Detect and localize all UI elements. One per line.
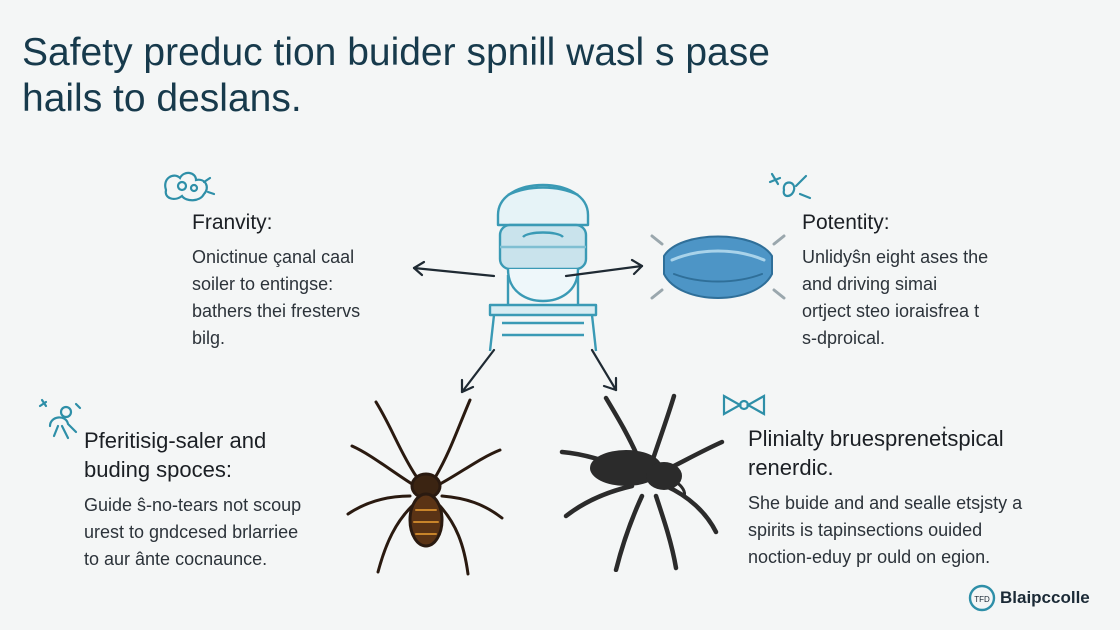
section-heading: Franvity: bbox=[192, 211, 273, 234]
arrows-connector bbox=[400, 250, 660, 400]
body-line: Unlidyŝn eight ases the bbox=[802, 247, 989, 267]
body-line: spirits is tapinsections ouided bbox=[748, 520, 983, 540]
body-line: bathers thei frestervs bbox=[192, 301, 361, 321]
title-line-1: Safety preduc tion buider spnill wasl s … bbox=[22, 31, 770, 74]
brand-logo: TFD Blaipccolle bbox=[968, 584, 1090, 612]
scribble-icon bbox=[766, 168, 814, 208]
section-top-right: Potentity: Unlidyŝn eight ases the and d… bbox=[802, 210, 1102, 352]
title-line-2: hails to deslans. bbox=[22, 77, 302, 120]
section-body: Unlidyŝn eight ases the and driving sima… bbox=[802, 244, 1102, 352]
body-line: Onictinue çanal caal bbox=[192, 247, 355, 267]
spider-silhouette-icon bbox=[556, 392, 726, 572]
spider-icon bbox=[346, 392, 506, 582]
mask-icon bbox=[650, 226, 786, 310]
body-line: urest to gndcesed brlarriee bbox=[84, 522, 299, 542]
heading-line: buding spoces: bbox=[84, 457, 232, 482]
body-line: ortject steo ioraisfrea t bbox=[802, 301, 980, 321]
section-bottom-left: Pferitisig-saler and buding spoces: Guid… bbox=[84, 426, 384, 573]
logo-text: Blaipccolle bbox=[1000, 588, 1090, 607]
body-line: bilg. bbox=[192, 328, 226, 348]
body-line: noction-eduy pr ould on egion. bbox=[748, 547, 991, 567]
sparkle-figure-icon bbox=[36, 396, 84, 442]
section-heading: Potentity: bbox=[802, 211, 890, 234]
body-line: soiler to entingse: bbox=[192, 274, 334, 294]
body-line: to aur ânte cocnaunce. bbox=[84, 549, 268, 569]
body-line: Guide ŝ-no-tears not scoup bbox=[84, 495, 302, 515]
section-body: She buide and and sealle etsjsty a spiri… bbox=[748, 490, 1088, 571]
body-line: and driving simai bbox=[802, 274, 938, 294]
section-heading: Plinialty bruespreneṫspical renerdic. bbox=[748, 424, 1088, 482]
section-bottom-right: Plinialty bruespreneṫspical renerdic. Sh… bbox=[748, 424, 1088, 571]
logo-badge-text: TFD bbox=[974, 595, 990, 604]
page-title: Safety preduc tion buider spnill wasl s … bbox=[22, 30, 1102, 122]
body-line: She buide and and sealle etsjsty a bbox=[748, 493, 1023, 513]
logo-badge-icon: TFD bbox=[968, 584, 996, 612]
section-top-left: Franvity: Onictinue çanal caal soiler to… bbox=[192, 210, 452, 352]
bow-doodle-icon bbox=[720, 390, 768, 420]
face-shield-icon bbox=[468, 165, 618, 355]
heading-line: renerdic. bbox=[748, 455, 834, 480]
section-body: Onictinue çanal caal soiler to entingse:… bbox=[192, 244, 452, 352]
section-body: Guide ŝ-no-tears not scoup urest to gndc… bbox=[84, 492, 384, 573]
section-heading: Pferitisig-saler and buding spoces: bbox=[84, 426, 384, 484]
heading-line: Plinialty bruespreneṫspical bbox=[748, 426, 1004, 451]
heading-line: Pferitisig-saler and bbox=[84, 428, 267, 453]
cluster-doodle-icon bbox=[160, 168, 218, 208]
body-line: s-dproical. bbox=[802, 328, 886, 348]
